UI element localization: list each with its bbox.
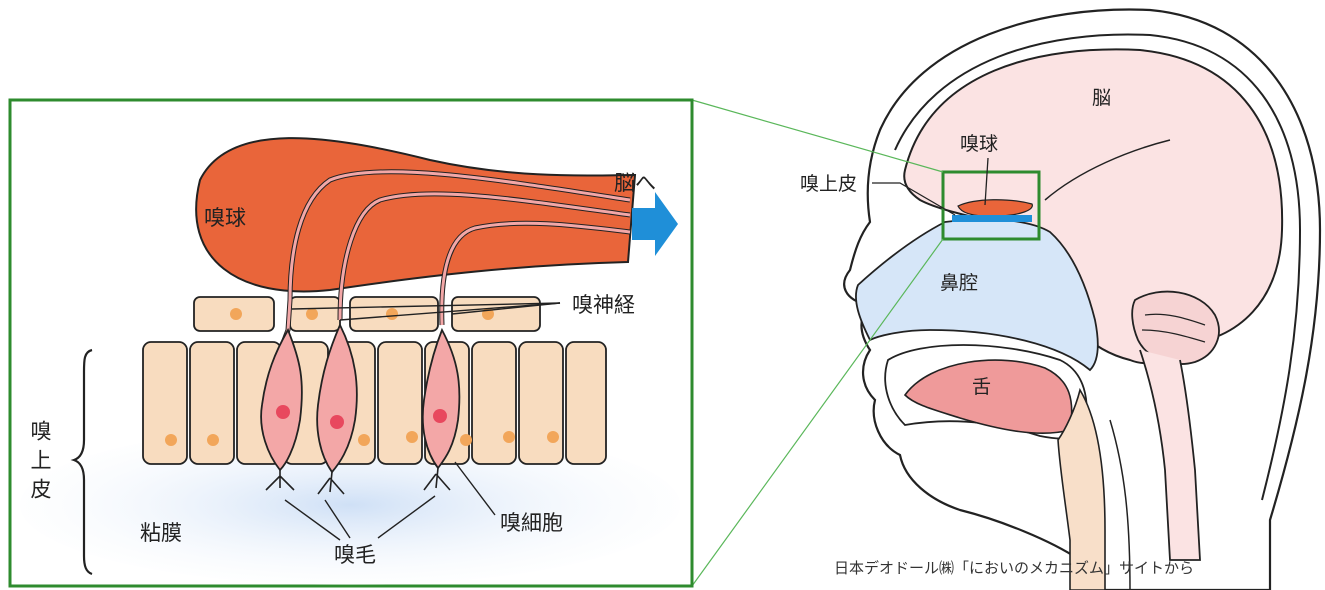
head-cross-section [844, 10, 1320, 590]
label-olfactory-cell: 嗅細胞 [500, 511, 563, 535]
label-olfactory-epithelium: 嗅上皮 [800, 173, 857, 195]
credit-text: 日本デオドール㈱「においのメカニズム」サイトから [834, 559, 1194, 577]
label-nasal-cavity: 鼻腔 [940, 272, 978, 294]
label-olfactory-hairs: 嗅毛 [334, 543, 376, 567]
label-mucosa: 粘膜 [140, 521, 182, 545]
label-brain: 脳 [1092, 87, 1111, 109]
label-tongue: 舌 [972, 376, 991, 398]
label-olfactory-bulb-large: 嗅球 [204, 206, 246, 230]
support-cells-top [194, 297, 540, 331]
label-olfactory-nerve: 嗅神経 [572, 293, 635, 317]
label-to-brain: 脳へ [614, 171, 656, 195]
label-olfactory-epithelium-vertical: 嗅上皮 [28, 420, 52, 507]
label-olfactory-bulb-small: 嗅球 [960, 133, 998, 155]
olfactory-epithelium-small [952, 215, 1032, 222]
